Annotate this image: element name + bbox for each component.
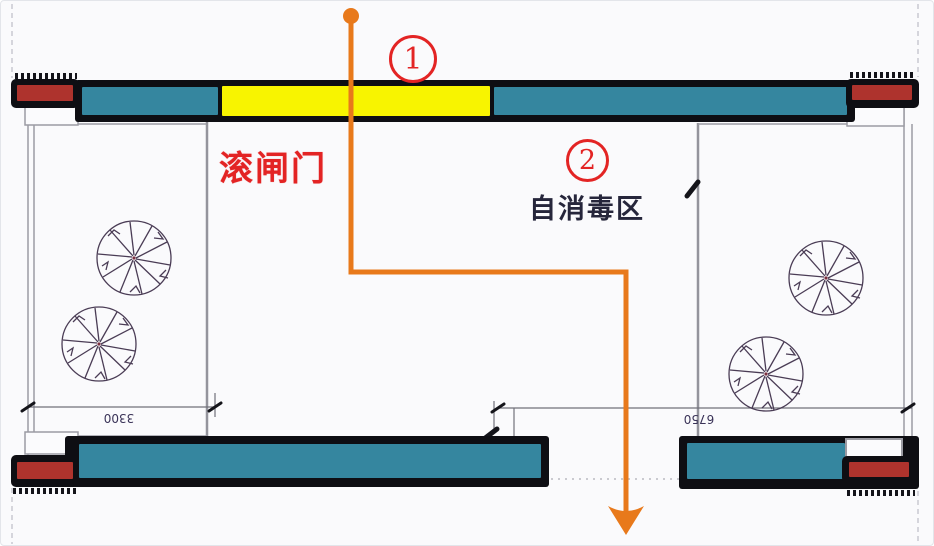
wall-hatch (847, 490, 915, 496)
callout-2-number: 2 (578, 145, 597, 176)
top-left-pier (11, 79, 79, 108)
flow-arrowhead-icon (608, 506, 644, 535)
top-wall-teal-left (82, 87, 218, 115)
dimension-text-right: 6750 (683, 412, 715, 426)
top-wall (75, 80, 855, 122)
flow-arrow-path (348, 19, 629, 513)
top-right-pier (846, 79, 919, 108)
bottom-wall-teal-left (79, 444, 541, 478)
right-room-outline (696, 104, 913, 455)
dimension-left (20, 393, 223, 417)
self-disinfection-zone-label: 自消毒区 (529, 194, 645, 224)
bottom-wall-left (65, 436, 549, 487)
wall-hatch (850, 72, 916, 78)
wall-hatch (15, 73, 77, 79)
bottom-left-pier (11, 455, 79, 487)
top-left-brick-block (17, 85, 73, 101)
callout-badge-1: 1 (389, 35, 437, 83)
bottom-left-brick-block (17, 462, 73, 479)
callout-badge-2: 2 (566, 139, 609, 182)
bottom-wall-teal-right (687, 443, 845, 479)
top-wall-teal-right (494, 87, 847, 115)
wall-hatch (13, 488, 77, 494)
rolling-gate-label: 滚闸门 (219, 150, 327, 188)
callout-1-number: 1 (403, 41, 423, 77)
dimension-text-left: 3300 (103, 411, 135, 425)
bottom-right-brick-block (849, 462, 909, 477)
top-right-brick-block (852, 85, 912, 100)
flow-start-dot (343, 8, 359, 24)
dimension-right (490, 401, 916, 436)
door-swing-tick (684, 179, 701, 199)
rolling-gate-yellow-segment (222, 86, 490, 116)
bottom-right-pier (842, 456, 918, 483)
